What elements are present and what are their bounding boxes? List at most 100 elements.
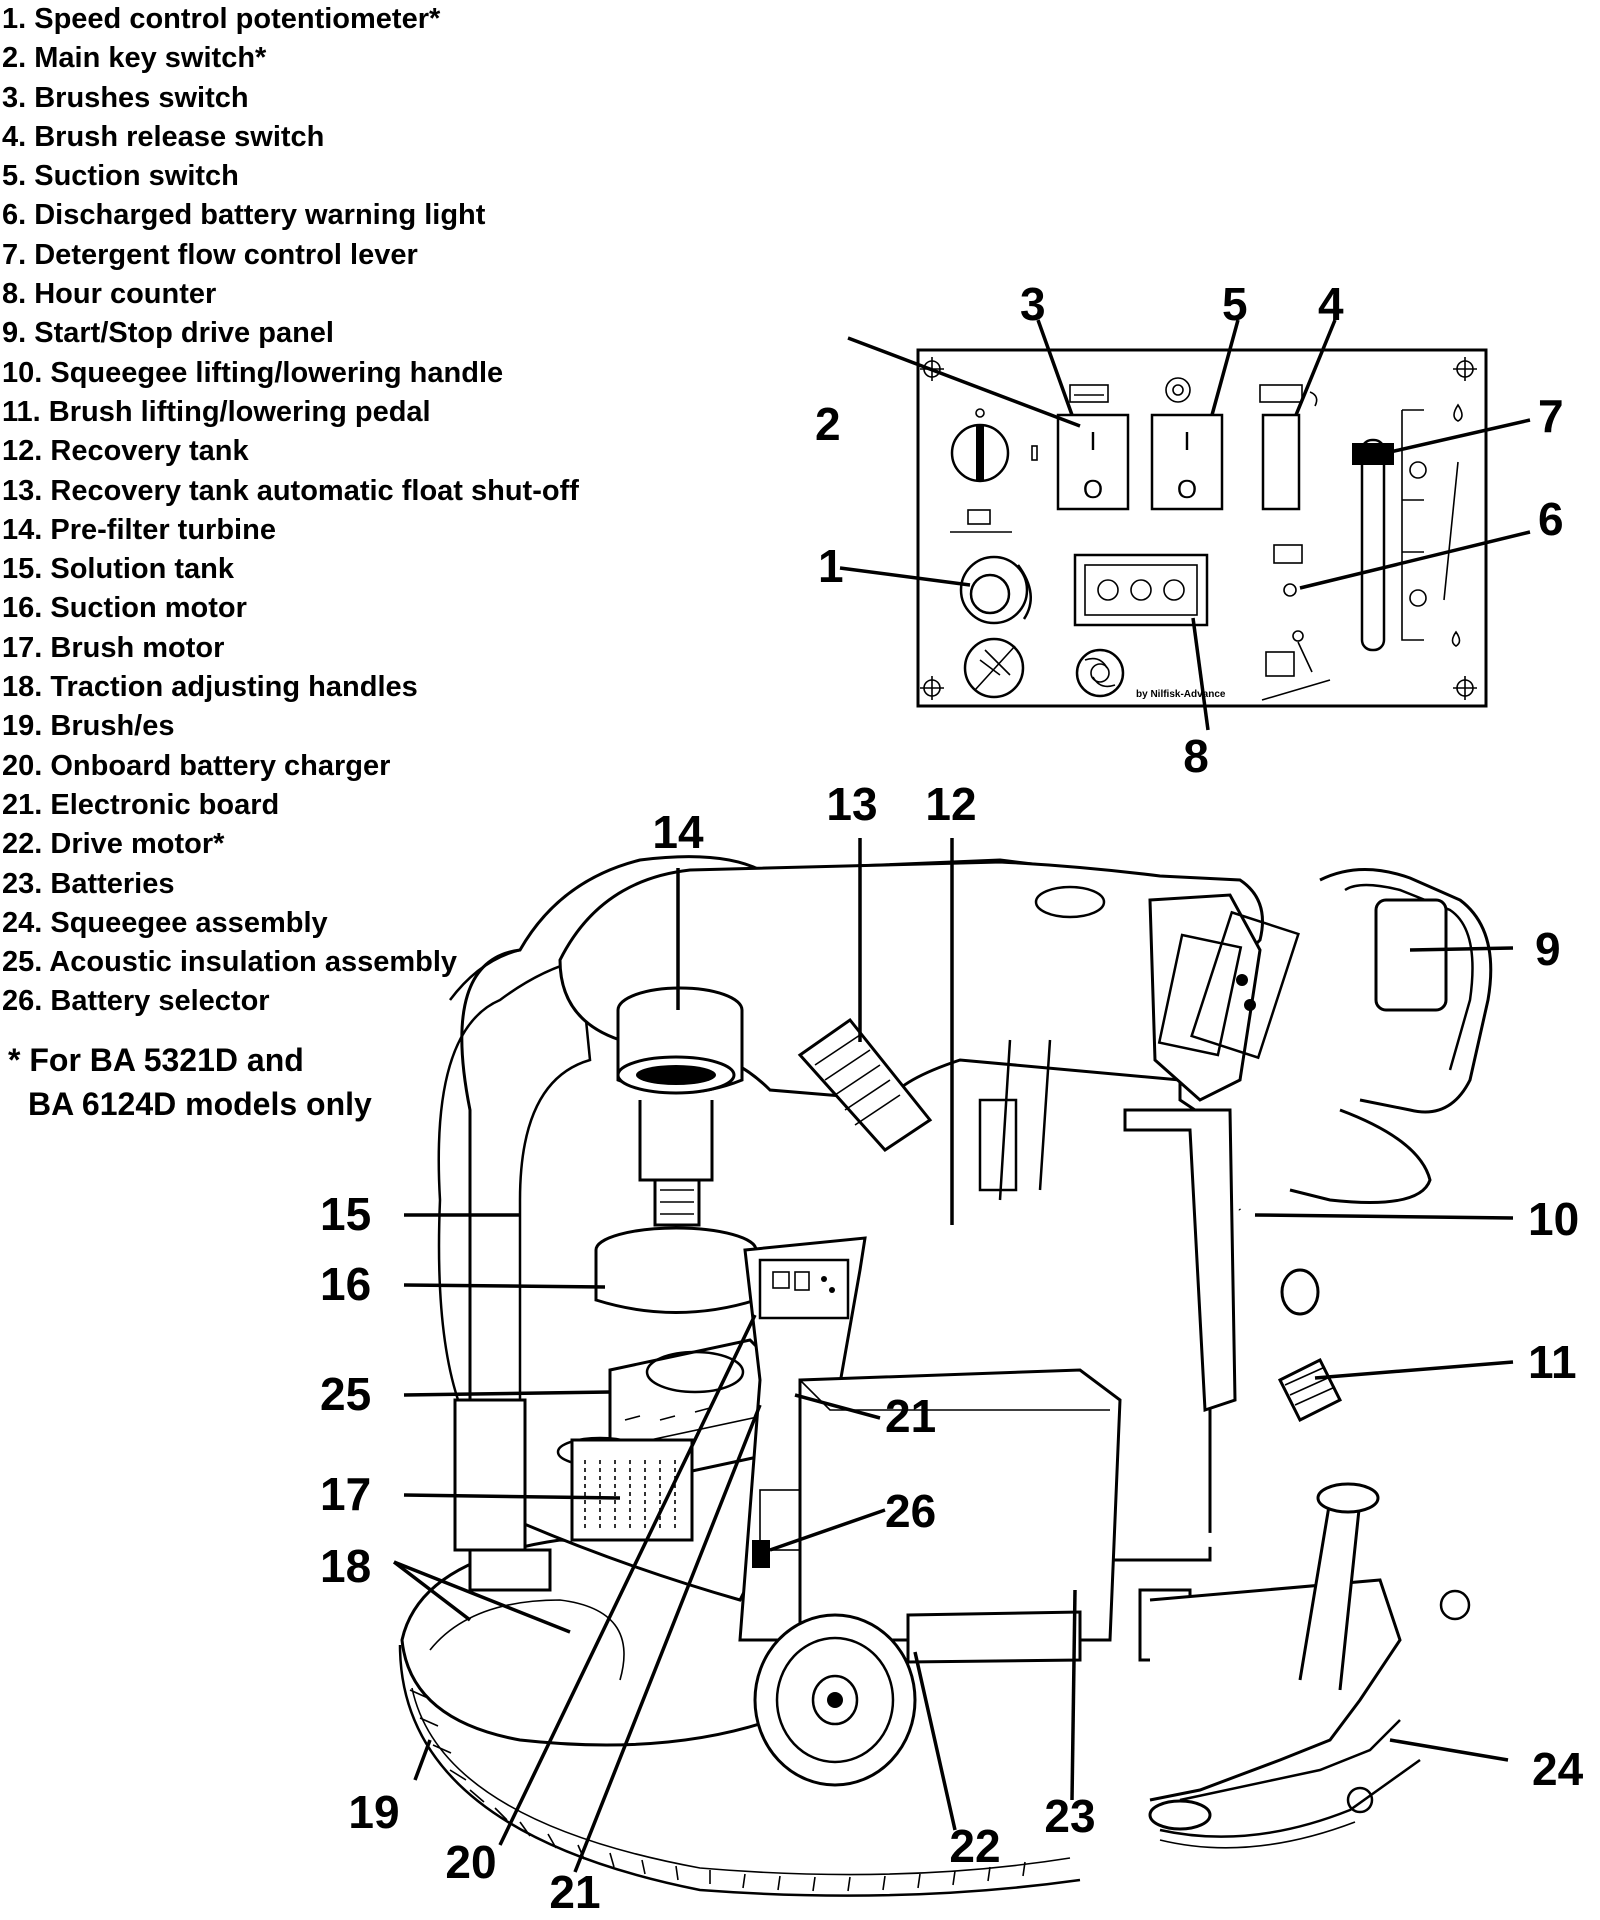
brush-release-icon xyxy=(1259,384,1303,403)
drive-wheel xyxy=(753,1613,917,1787)
leader-line xyxy=(1191,617,1210,731)
brush-icon xyxy=(1069,384,1109,403)
callout-numbers: 2 3 5 4 7 6 1 8 9 10 11 12 13 14 15 16 2… xyxy=(320,278,1584,1918)
brush-release-switch xyxy=(1259,384,1318,511)
leader-line xyxy=(403,1390,611,1397)
crosshair-icon xyxy=(920,357,1477,700)
leader-line xyxy=(413,1739,432,1781)
callout-10: 10 xyxy=(1528,1193,1579,1245)
leader-line xyxy=(403,1283,606,1289)
battery-icon xyxy=(1273,544,1303,564)
callout-4: 4 xyxy=(1318,278,1344,330)
legend-item: 16. Suction motor xyxy=(2,592,247,625)
leader-line xyxy=(1314,1360,1514,1380)
callout-8: 8 xyxy=(1183,730,1209,782)
legend-item: 4. Brush release switch xyxy=(2,120,325,153)
switch-on-mark: I xyxy=(1183,426,1190,456)
leader-line xyxy=(392,1560,472,1622)
legend-item: 25. Acoustic insulation assembly xyxy=(2,946,458,979)
leader-line xyxy=(1409,946,1514,952)
control-panel-plate xyxy=(916,348,1488,708)
leader-line xyxy=(913,1651,957,1831)
callout-21-upper: 21 xyxy=(885,1390,936,1442)
leader-line xyxy=(403,1493,621,1500)
callout-17: 17 xyxy=(320,1468,371,1520)
callout-15: 15 xyxy=(320,1188,371,1240)
callout-5: 5 xyxy=(1222,278,1248,330)
recovery-tank-port xyxy=(1034,885,1106,919)
callout-24: 24 xyxy=(1532,1743,1584,1795)
hour-counter xyxy=(1073,553,1209,627)
suction-switch: I O xyxy=(1150,377,1224,511)
callout-22: 22 xyxy=(949,1820,1000,1872)
suction-motor xyxy=(594,1226,758,1314)
speed-control-potentiometer xyxy=(950,509,1032,625)
speed-icon xyxy=(967,509,991,525)
main-key-switch xyxy=(950,408,1038,483)
callout-9: 9 xyxy=(1535,923,1561,975)
battery-warning-light xyxy=(1273,544,1303,597)
squeegee-handle xyxy=(1236,1207,1320,1316)
float-shut-off xyxy=(797,1017,933,1152)
legend-item: 1. Speed control potentiometer* xyxy=(2,3,441,35)
legend-item: 11. Brush lifting/lowering pedal xyxy=(2,395,431,428)
legend-item: 21. Electronic board xyxy=(2,788,280,821)
callout-19: 19 xyxy=(348,1786,399,1838)
leader-line xyxy=(847,336,1081,428)
legend-item: 5. Suction switch xyxy=(2,160,239,193)
legend-item: 13. Recovery tank automatic float shut-o… xyxy=(2,474,579,507)
switch-off-mark: O xyxy=(1083,474,1103,504)
callout-18: 18 xyxy=(320,1540,371,1592)
callout-25: 25 xyxy=(320,1368,371,1420)
leader-line xyxy=(1210,319,1240,416)
legend-item: 19. Brush/es xyxy=(2,710,175,743)
callout-11: 11 xyxy=(1528,1336,1577,1388)
component-legend: 1. Speed control potentiometer* 2. Main … xyxy=(2,0,702,1022)
callout-6: 6 xyxy=(1538,493,1564,545)
leader-line xyxy=(498,1314,757,1846)
leader-line xyxy=(794,1393,881,1420)
legend-item: 2. Main key switch* xyxy=(2,42,267,75)
nilfisk-logo-icon xyxy=(1075,648,1125,698)
turbine-icon xyxy=(1165,377,1191,403)
switch-off-mark: O xyxy=(1177,474,1197,504)
legend-item: 8. Hour counter xyxy=(2,278,217,311)
legend-item: 18. Traction adjusting handles xyxy=(2,671,418,704)
brand-label: by Nilfisk-Advance xyxy=(1136,689,1226,700)
drive-motor xyxy=(906,1610,1082,1664)
handle-column xyxy=(1123,893,1300,1413)
legend-item: 14. Pre-filter turbine xyxy=(2,513,276,546)
legend-item: 9. Start/Stop drive panel xyxy=(2,317,334,350)
control-panel: I O I O xyxy=(916,348,1488,708)
pre-filter-turbine xyxy=(616,986,744,1227)
leader-line xyxy=(1389,418,1531,454)
callout-2: 2 xyxy=(815,398,841,450)
leader-line xyxy=(573,1404,762,1873)
leader-line xyxy=(1294,319,1337,416)
scrubber-machine xyxy=(398,855,1493,1897)
callout-13: 13 xyxy=(826,778,877,830)
callout-26: 26 xyxy=(885,1485,936,1537)
drive-panel-handle xyxy=(1289,868,1493,1204)
legend-item: 10. Squeegee lifting/lowering handle xyxy=(2,356,504,389)
leader-line xyxy=(1254,1213,1514,1220)
callout-7: 7 xyxy=(1538,390,1564,442)
legend-item: 7. Detergent flow control lever xyxy=(2,238,418,271)
incline-warning-icon xyxy=(1261,630,1331,701)
leader-line xyxy=(1389,1738,1509,1762)
callout-20: 20 xyxy=(445,1836,496,1888)
switch-on-mark: I xyxy=(1089,426,1096,456)
water-drop-icon xyxy=(1453,403,1463,422)
leader-line xyxy=(1299,530,1531,590)
callout-23: 23 xyxy=(1044,1790,1095,1842)
model-note-line: * For BA 5321D and xyxy=(8,1042,304,1078)
callout-12: 12 xyxy=(925,778,976,830)
leader-line xyxy=(393,1560,571,1634)
callout-3: 3 xyxy=(1020,278,1046,330)
no-spray-icon xyxy=(963,637,1025,699)
callout-21-lower: 21 xyxy=(549,1866,600,1918)
electronic-board-display xyxy=(758,1258,850,1320)
leader-lines xyxy=(392,319,1531,1873)
legend-item: 26. Battery selector xyxy=(2,985,270,1018)
